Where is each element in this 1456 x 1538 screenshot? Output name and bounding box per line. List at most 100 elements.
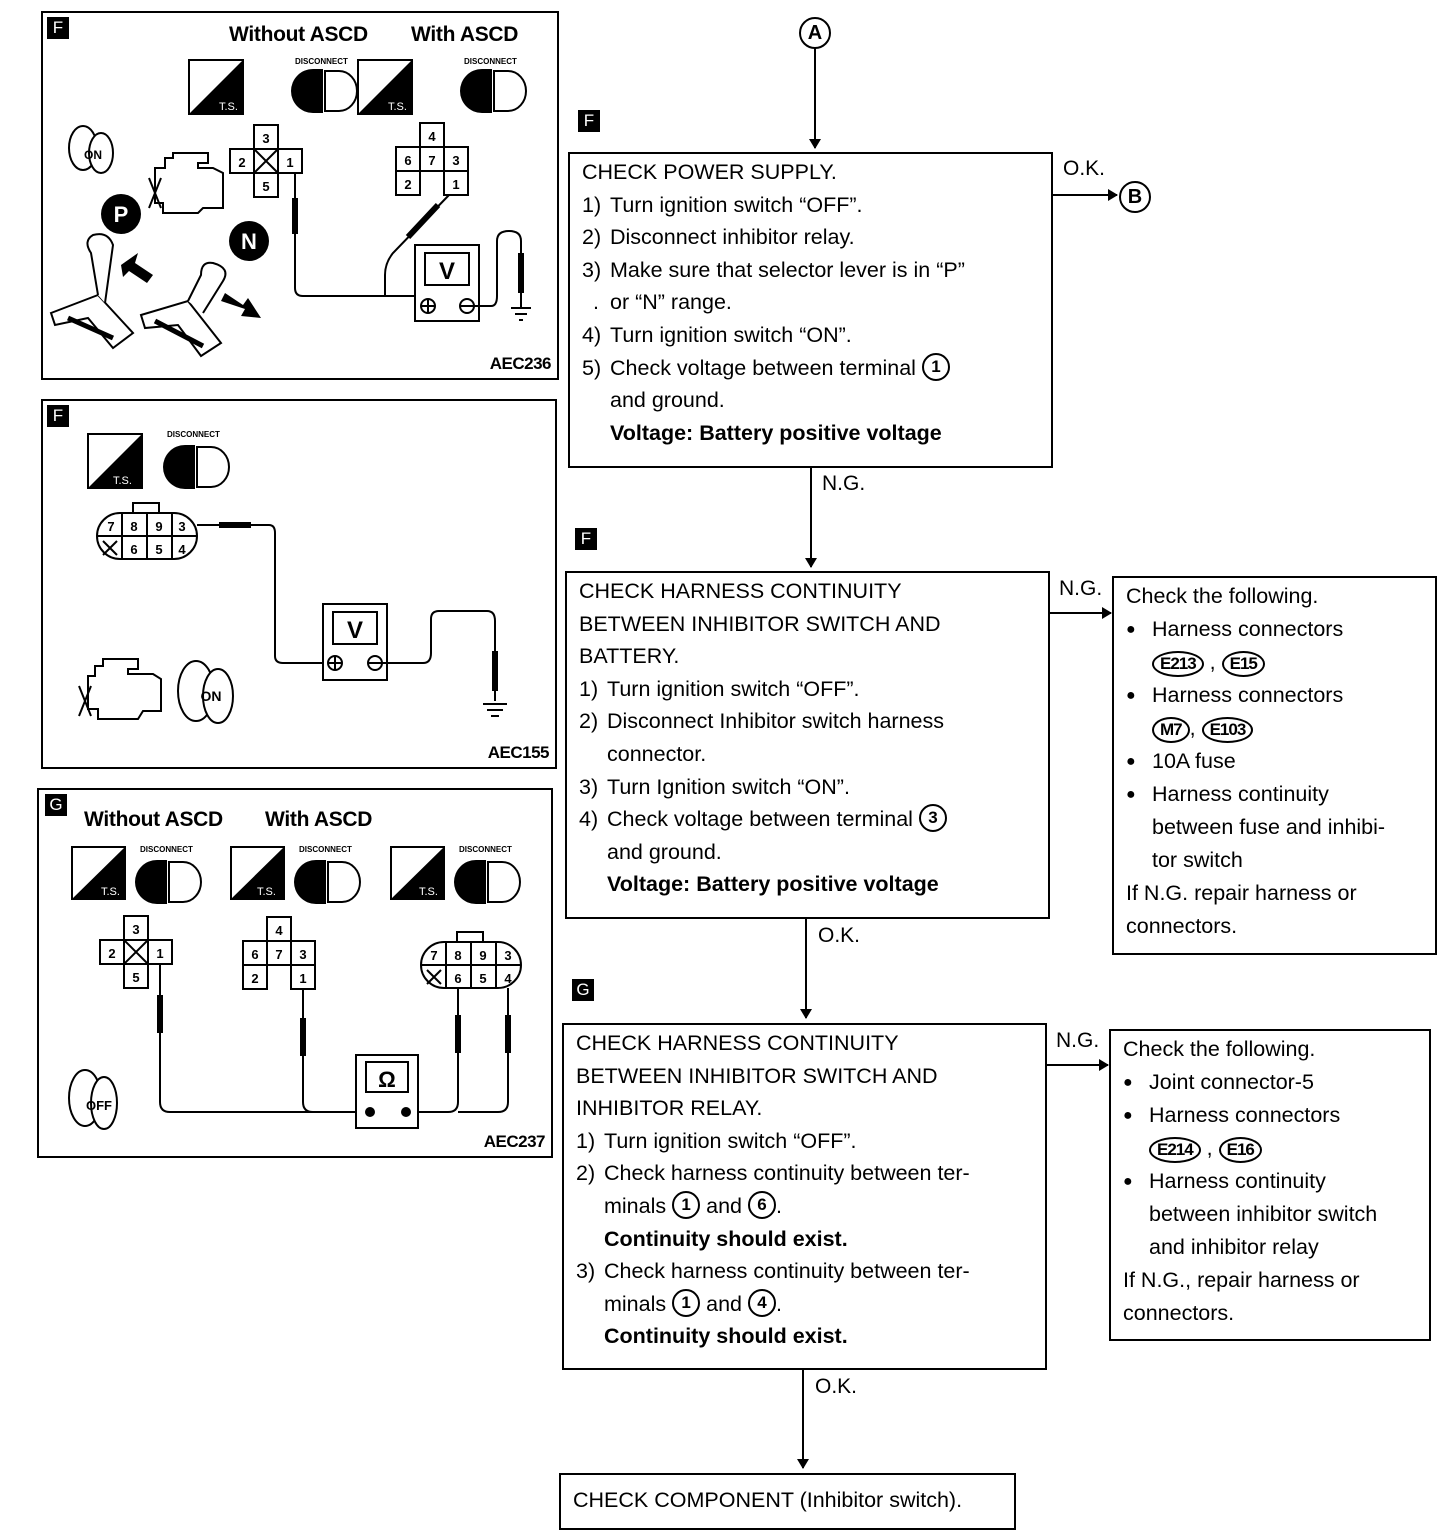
svg-text:DISCONNECT: DISCONNECT bbox=[464, 57, 517, 66]
selector-lever-icon bbox=[139, 261, 261, 358]
tester-icon: T.S. bbox=[357, 59, 413, 115]
step1-box: CHECK POWER SUPPLY. 1)Turn ignition swit… bbox=[568, 152, 1053, 468]
connector-without-ascd: 3 2 1 5 bbox=[229, 124, 303, 198]
bullet-icon: ● bbox=[1126, 786, 1136, 803]
svg-text:2: 2 bbox=[251, 971, 258, 986]
terminal-marker: 1 bbox=[672, 1191, 701, 1220]
svg-text:5: 5 bbox=[479, 971, 486, 986]
ignition-on-icon: ON bbox=[68, 125, 114, 174]
svg-text:6: 6 bbox=[404, 153, 411, 168]
step1-ng-label: N.G. bbox=[822, 472, 866, 495]
figure-tag: G bbox=[45, 794, 67, 816]
svg-text:3: 3 bbox=[452, 153, 459, 168]
fig1-drawing: T.S. T.S. DISCONNECT DISCONNECT 3 2 1 5 … bbox=[49, 57, 531, 358]
ohmmeter-icon: Ω bbox=[355, 1054, 419, 1129]
bullet-icon: ● bbox=[1123, 1107, 1133, 1124]
svg-text:5: 5 bbox=[155, 542, 162, 557]
step3-result: Continuity should exist. bbox=[604, 1324, 848, 1349]
step3-title: INHIBITOR RELAY. bbox=[576, 1096, 763, 1121]
svg-text:3: 3 bbox=[299, 947, 306, 962]
svg-text:T.S.: T.S. bbox=[388, 101, 407, 113]
connector-list: E214 , E16 bbox=[1123, 1132, 1421, 1165]
ng-box-heading: Check the following. bbox=[1126, 584, 1319, 608]
step1-title: CHECK POWER SUPPLY. bbox=[582, 160, 837, 184]
step3-line: minals 1 and 4. bbox=[576, 1288, 1035, 1321]
step3-ok-label: O.K. bbox=[815, 1375, 858, 1398]
svg-text:DISCONNECT: DISCONNECT bbox=[167, 430, 220, 439]
engine-icon bbox=[78, 658, 162, 720]
svg-text:Ω: Ω bbox=[378, 1067, 396, 1092]
range-n-icon: N bbox=[229, 221, 269, 261]
svg-text:3: 3 bbox=[132, 922, 139, 937]
ng-item: ●Harness connectors bbox=[1126, 613, 1427, 646]
ng-item-cont: between inhibitor switch bbox=[1149, 1202, 1378, 1226]
figure-tag: F bbox=[47, 17, 69, 39]
step2-line: 4)Check voltage between terminal 3 bbox=[579, 803, 1038, 836]
svg-text:T.S.: T.S. bbox=[219, 101, 238, 113]
ground-icon bbox=[483, 703, 507, 717]
svg-text:7: 7 bbox=[275, 947, 282, 962]
terminal-marker: 3 bbox=[918, 804, 947, 833]
svg-text:7: 7 bbox=[428, 153, 435, 168]
step3-line: 1)Turn ignition switch “OFF”. bbox=[576, 1128, 857, 1153]
connector-list: M7, E103 bbox=[1126, 712, 1427, 745]
step1-line: 3)Make sure that selector lever is in “P… bbox=[582, 257, 965, 282]
svg-text:5: 5 bbox=[262, 179, 269, 194]
tester-icon: T.S. bbox=[87, 433, 143, 489]
figure-aec236: F Without ASCD With ASCD AEC236 T.S. T.S… bbox=[41, 11, 559, 380]
ng-box-footer: If N.G., repair harness or bbox=[1123, 1268, 1360, 1292]
step1-line: 5)Check voltage between terminal 1 bbox=[582, 352, 1041, 385]
step3-box: CHECK HARNESS CONTINUITY BETWEEN INHIBIT… bbox=[562, 1023, 1047, 1370]
connector-badge: M7 bbox=[1152, 717, 1190, 743]
figure-id: AEC155 bbox=[487, 743, 550, 762]
svg-text:4: 4 bbox=[275, 923, 283, 938]
step1-line: .or “N” range. bbox=[593, 290, 732, 315]
ng-box-heading: Check the following. bbox=[1123, 1037, 1316, 1061]
connector-with-ascd: 4 6 7 3 2 1 bbox=[395, 122, 469, 196]
ng-box-footer: If N.G. repair harness or bbox=[1126, 881, 1357, 905]
ng-item: ●Joint connector-5 bbox=[1123, 1066, 1421, 1099]
svg-text:2: 2 bbox=[108, 946, 115, 961]
svg-text:T.S.: T.S. bbox=[101, 886, 120, 898]
connector-10pin: 7 8 9 3 6 5 4 bbox=[96, 502, 198, 560]
svg-text:4: 4 bbox=[428, 129, 436, 144]
svg-text:6: 6 bbox=[251, 947, 258, 962]
col-with-ascd: With ASCD bbox=[265, 808, 373, 831]
step2-line: 1)Turn ignition switch “OFF”. bbox=[579, 676, 860, 701]
ng-item: ●Harness continuity bbox=[1126, 778, 1427, 811]
step1-line: 4)Turn ignition switch “ON”. bbox=[582, 322, 852, 347]
svg-text:1: 1 bbox=[452, 177, 459, 192]
ng-item-cont: between fuse and inhibi- bbox=[1152, 815, 1386, 839]
step3-tag: G bbox=[572, 979, 594, 1001]
step1-ok-label: O.K. bbox=[1063, 157, 1106, 180]
ng-box-footer: connectors. bbox=[1123, 1301, 1235, 1325]
svg-text:4: 4 bbox=[504, 971, 512, 986]
figure-id: AEC236 bbox=[489, 354, 552, 373]
svg-text:4: 4 bbox=[178, 542, 186, 557]
selector-lever-icon bbox=[49, 233, 153, 350]
fig2-drawing: T.S. DISCONNECT 7 8 9 3 6 5 4 V ON bbox=[78, 430, 507, 724]
figure-tag: F bbox=[47, 405, 69, 427]
step3-result: Continuity should exist. bbox=[604, 1226, 848, 1251]
final-box: CHECK COMPONENT (Inhibitor switch). bbox=[559, 1473, 1016, 1530]
connector-badge: E16 bbox=[1218, 1137, 1262, 1163]
terminal-marker: 1 bbox=[672, 1289, 701, 1318]
svg-text:6: 6 bbox=[454, 971, 461, 986]
ground-icon bbox=[511, 307, 531, 321]
node-b[interactable]: B bbox=[1119, 181, 1151, 213]
step2-title: CHECK HARNESS CONTINUITY bbox=[579, 579, 902, 603]
voltmeter-icon: V bbox=[414, 244, 480, 322]
tester-icon: T.S. bbox=[390, 846, 445, 900]
disconnect-icon: DISCONNECT bbox=[460, 57, 527, 113]
ignition-off-icon: OFF bbox=[68, 1069, 118, 1130]
tester-icon: T.S. bbox=[188, 59, 244, 115]
disconnect-icon: DISCONNECT bbox=[294, 845, 361, 904]
ng-item: ●Harness continuity bbox=[1123, 1165, 1421, 1198]
step3-ng-label: N.G. bbox=[1056, 1029, 1100, 1052]
step2-title: BETWEEN INHIBITOR SWITCH AND bbox=[579, 611, 941, 636]
terminal-marker: 1 bbox=[921, 352, 950, 381]
step2-ok-label: O.K. bbox=[818, 924, 861, 947]
figure-id: AEC237 bbox=[483, 1132, 546, 1151]
svg-text:3: 3 bbox=[262, 131, 269, 146]
svg-text:3: 3 bbox=[178, 519, 185, 534]
